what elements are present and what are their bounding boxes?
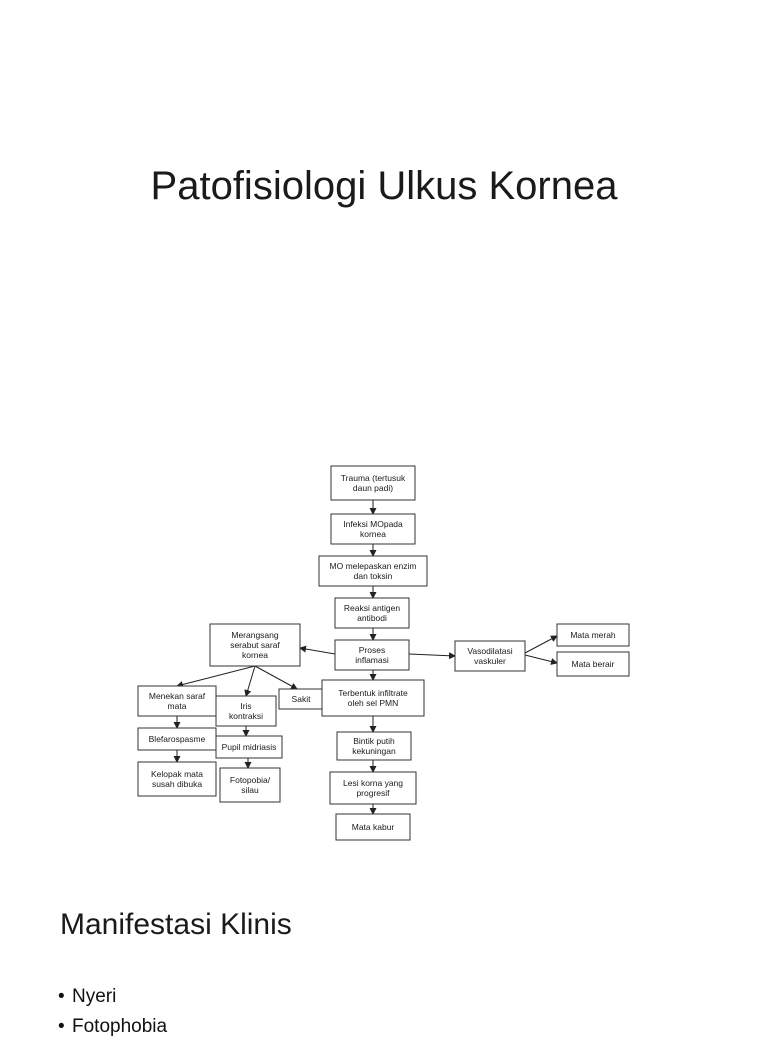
node-berair: Mata berair [556,651,630,677]
node-box [137,761,217,797]
node-label: daun padi) [353,483,393,493]
node-box [454,640,526,672]
node-label: kornea [360,529,386,539]
slide-title: Patofisiologi Ulkus Kornea [150,164,618,208]
node-label: kornea [242,650,268,660]
node-label: progresif [356,788,390,798]
bullet-item: • Fotophobia [58,1012,167,1042]
bullet-item: • Nyeri [58,982,167,1012]
node-label: Iris [240,701,251,711]
node-label: kekuningan [352,746,396,756]
flow-arrow [254,665,298,690]
node-label: Lesi korna yang [343,778,403,788]
node-fotopobia: Fotopobia/silau [219,767,281,803]
node-box [329,771,417,805]
node-label: antibodi [357,613,387,623]
node-label: Pupil midriasis [222,742,277,752]
node-box [137,685,217,717]
node-label: dan toksin [354,571,393,581]
node-label: Reaksi antigen [344,603,401,613]
node-label: Mata berair [572,659,615,669]
node-label: oleh sel PMN [348,698,399,708]
node-box [209,623,301,667]
node-box [336,731,412,761]
node-label: serabut saraf [230,640,280,650]
node-merah: Mata merah [556,623,630,647]
node-label: Infeksi MOpada [343,519,403,529]
node-box [215,695,277,727]
node-box [219,767,281,803]
node-label: Merangsang [231,630,279,640]
node-box [556,623,630,647]
node-label: Terbentuk infiltrate [338,688,408,698]
node-label: Menekan saraf [149,691,206,701]
node-box [334,597,410,629]
node-box [335,813,411,841]
node-label: Bintik putih [353,736,395,746]
node-label: Mata merah [570,630,616,640]
node-label: Sakit [292,694,312,704]
flow-arrow [176,665,256,688]
node-label: Blefarospasme [149,734,206,744]
node-sakit: Sakit [278,688,324,710]
bullet-text: Fotophobia [72,1016,168,1037]
node-pupil: Pupil midriasis [215,735,283,759]
node-box [215,735,283,759]
bullet-dot: • [58,986,65,1007]
node-label: MO melepaskan enzim [330,561,417,571]
node-label: mata [168,701,187,711]
node-label: Fotopobia/ [230,775,271,785]
flow-arrow [524,635,558,654]
bullet-list: • Nyeri • Fotophobia [58,982,167,1042]
flow-arrow [244,665,256,697]
node-kabur: Mata kabur [335,813,411,841]
node-box [321,679,425,717]
node-box [330,465,416,501]
node-box [330,513,416,545]
node-label: Vasodilatasi [467,646,512,656]
node-label: Trauma (tertusuk [341,473,406,483]
flow-arrow [408,652,456,660]
node-blefaro: Blefarospasme [137,727,217,751]
node-label: inflamasi [355,655,389,665]
node-box [318,555,428,587]
node-label: susah dibuka [152,779,202,789]
node-box [334,639,410,671]
section-heading: Manifestasi Klinis [60,908,292,941]
node-label: Kelopak mata [151,769,203,779]
node-label: silau [241,785,259,795]
node-label: vaskuler [474,656,506,666]
node-label: kontraksi [229,711,263,721]
bullet-dot: • [58,1016,65,1037]
node-label: Mata kabur [352,822,395,832]
node-box [556,651,630,677]
node-label: Proses [359,645,385,655]
flow-arrow [524,654,558,665]
flow-arrow [299,645,336,655]
bullet-text: Nyeri [72,986,117,1007]
